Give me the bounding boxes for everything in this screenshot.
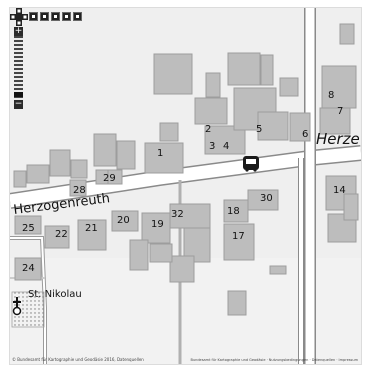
street-label-herze: Herze: [316, 130, 360, 148]
building: [279, 77, 299, 97]
pan-control-icon[interactable]: [10, 8, 28, 26]
house-number: 32: [171, 209, 184, 220]
house-number: 22: [55, 229, 68, 240]
house-number: 25: [22, 223, 35, 234]
map-tool-button[interactable]: [62, 12, 71, 21]
bus-stop-icon[interactable]: [243, 156, 259, 172]
building: [159, 122, 179, 142]
building: [93, 133, 117, 167]
building: [77, 219, 107, 251]
building: [149, 243, 173, 263]
church-icon[interactable]: [12, 297, 22, 316]
building: [205, 72, 221, 98]
house-number: 30: [260, 193, 273, 204]
house-number: 20: [117, 215, 130, 226]
house-number: 6: [302, 129, 308, 140]
map-canvas[interactable]: Herzogenreuth Herze St. Nikolau 1 2 3 4 …: [10, 8, 361, 364]
building: [49, 149, 71, 177]
house-number: 1: [157, 148, 163, 159]
building: [95, 169, 109, 185]
building: [247, 189, 279, 211]
building: [223, 223, 255, 261]
map-tool-button[interactable]: [29, 12, 38, 21]
map-tool-button[interactable]: [40, 12, 49, 21]
building: [69, 179, 87, 197]
house-number: 8: [328, 90, 334, 101]
building: [116, 140, 136, 170]
building: [14, 215, 42, 235]
land-parcel: [10, 258, 361, 364]
building: [223, 199, 249, 223]
building: [70, 159, 88, 179]
house-number: 5: [256, 124, 262, 135]
building: [289, 112, 311, 142]
building: [227, 52, 261, 86]
building: [257, 111, 289, 141]
house-number: 3: [209, 141, 215, 152]
house-number: 7: [337, 106, 343, 117]
building: [14, 257, 42, 281]
building: [111, 210, 139, 232]
building: [26, 164, 50, 184]
house-number: 28: [73, 185, 86, 196]
buildings-south: [14, 175, 359, 316]
building: [13, 170, 27, 188]
zoom-in-button[interactable]: +: [14, 26, 23, 36]
zoom-slider-handle[interactable]: [14, 92, 23, 97]
house-number: 29: [103, 173, 116, 184]
building: [169, 203, 211, 229]
house-numbers: 1 2 3 4 5 6 7 8 14 17 18 20 21 22 24 25 …: [22, 90, 346, 274]
house-number: 17: [232, 231, 245, 242]
side-road-fill: [10, 237, 46, 364]
building: [321, 65, 357, 109]
building: [260, 54, 274, 86]
buildings-north: [13, 23, 357, 197]
building: [227, 290, 247, 316]
building: [194, 97, 228, 125]
building: [204, 125, 246, 155]
map-tool-button[interactable]: [73, 12, 82, 21]
poi-label-st-nikolau: St. Nikolau: [28, 289, 82, 300]
house-number: 21: [85, 223, 98, 234]
building: [325, 175, 357, 211]
building: [269, 265, 287, 275]
map-viewport[interactable]: Herzogenreuth Herze St. Nikolau 1 2 3 4 …: [9, 7, 362, 365]
map-tool-button[interactable]: [51, 12, 60, 21]
building: [319, 107, 351, 135]
building: [339, 23, 355, 45]
house-number: 14: [333, 185, 346, 196]
zoom-slider-track[interactable]: [14, 36, 23, 100]
building: [141, 212, 171, 244]
zoom-control[interactable]: + −: [14, 27, 23, 109]
house-number: 4: [223, 141, 229, 152]
building: [153, 53, 193, 95]
zoom-out-button[interactable]: −: [14, 99, 23, 109]
house-number: 24: [22, 263, 35, 274]
house-number: 2: [205, 124, 211, 135]
building: [343, 193, 359, 221]
house-number: 18: [227, 206, 240, 217]
house-number: 19: [151, 219, 164, 230]
building: [129, 239, 149, 271]
building: [144, 142, 184, 174]
building: [169, 255, 195, 283]
building: [44, 225, 70, 249]
map-toolbar: [29, 12, 82, 21]
